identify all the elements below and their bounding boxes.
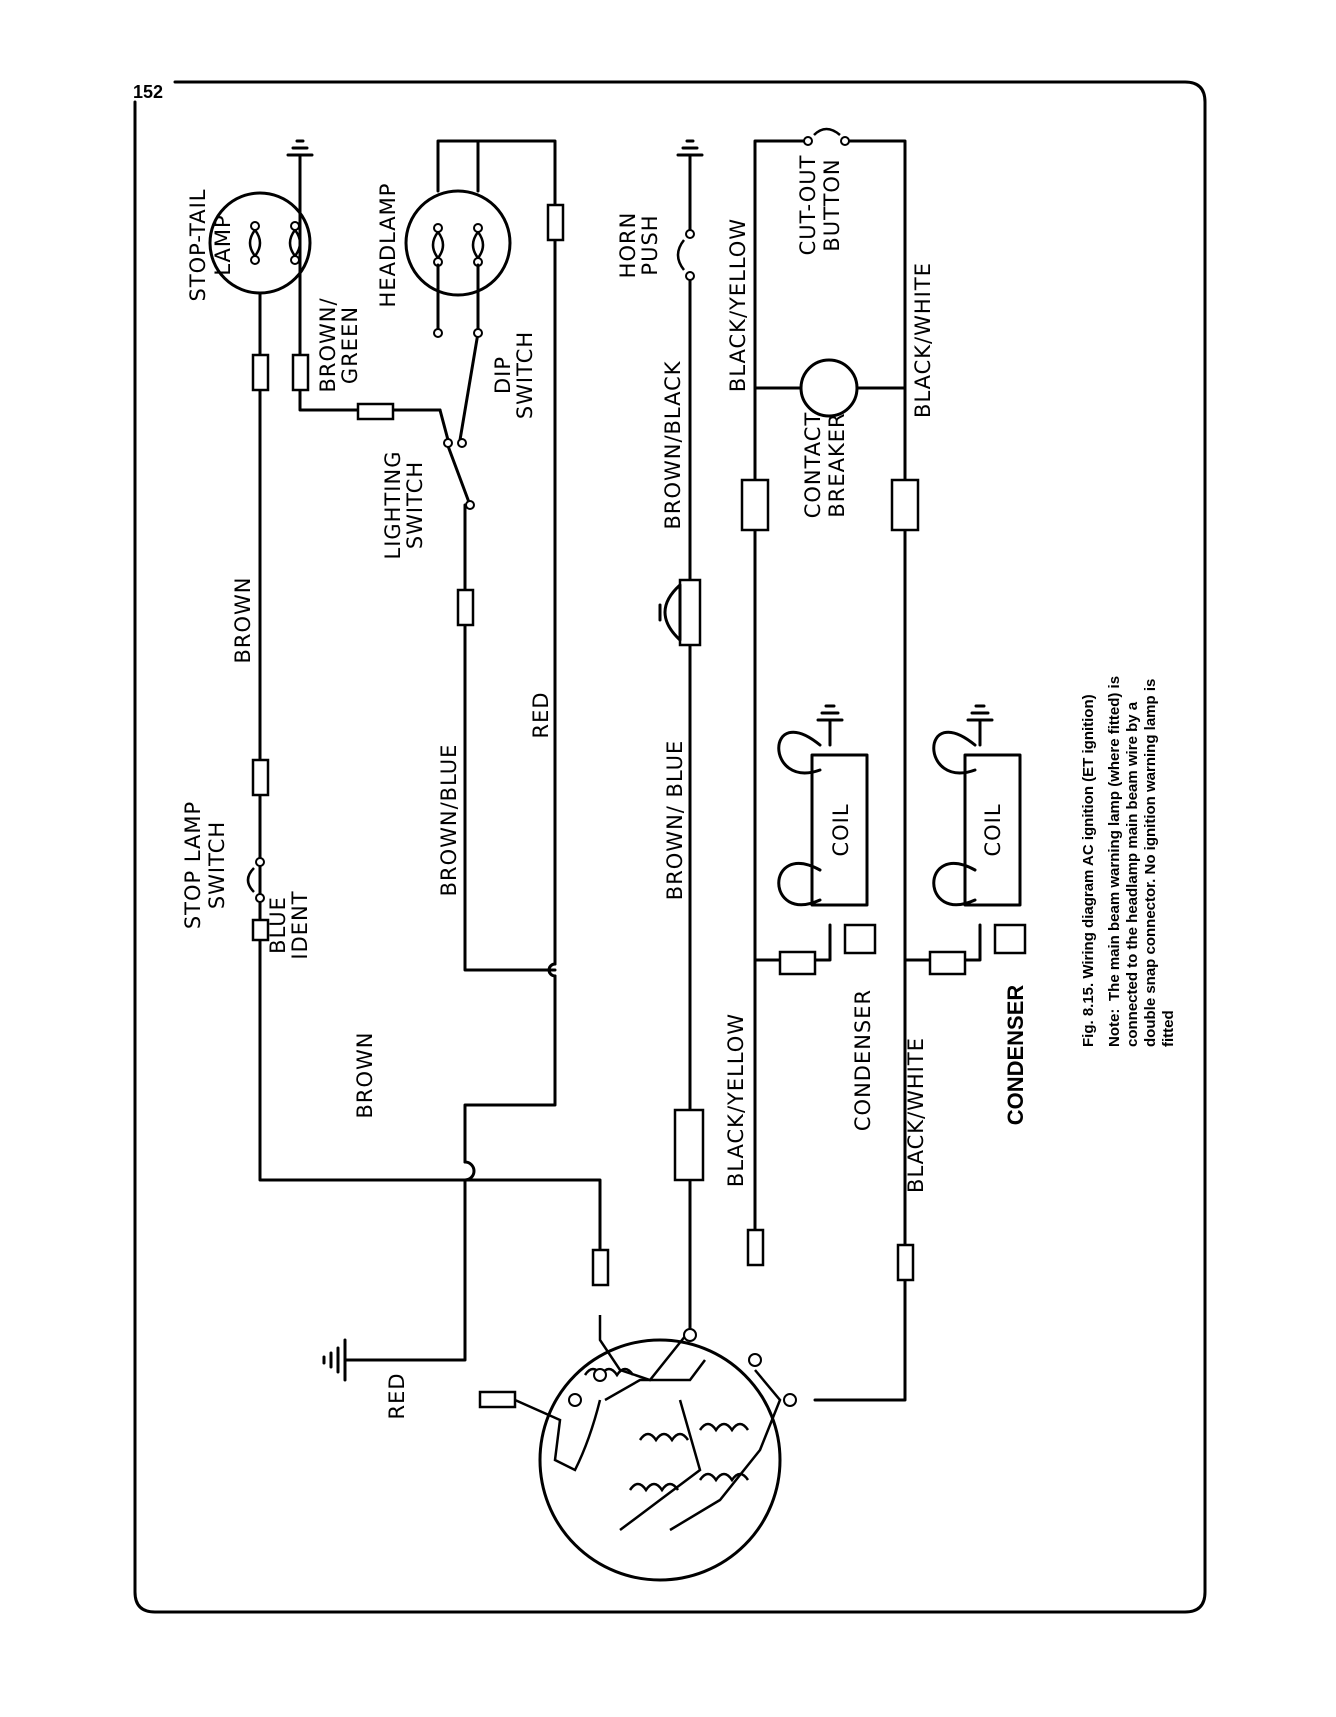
- label-black-white-1: BLACK/WHITE: [911, 262, 935, 418]
- earth-symbol-red: [322, 1338, 347, 1382]
- switch-contacts: [246, 127, 850, 903]
- figure-caption-note-line-4: fitted: [1160, 1010, 1177, 1047]
- figure-caption-note-label: Note:: [1106, 1009, 1123, 1047]
- label-brown-top: BROWN: [231, 576, 255, 663]
- label-stop-tail-lamp: STOP-TAIL: [186, 189, 210, 302]
- label-cut-out-button: CUT-OUT: [796, 155, 820, 256]
- figure-caption-note-line-3: double snap connector. No ignition warni…: [1142, 679, 1159, 1047]
- label-coil-1: COIL: [829, 803, 853, 856]
- coil-2: [963, 704, 1022, 907]
- label-stop-lamp-switch: STOP LAMP: [181, 801, 205, 929]
- horn: [658, 578, 702, 647]
- labels: STOP-TAIL LAMP HEADLAMP BROWN/ GREEN DIP…: [181, 155, 1177, 1420]
- label-headlamp: HEADLAMP: [376, 183, 400, 308]
- earth-symbol: [286, 139, 314, 202]
- figure-caption-note-line-1: The main beam warning lamp (where fitted…: [1106, 676, 1123, 1001]
- wires: [258, 139, 982, 1402]
- label-red-1: RED: [529, 691, 553, 738]
- connectors: [251, 203, 1027, 1409]
- label-coil-2: COIL: [981, 803, 1005, 856]
- label-horn-push-2: PUSH: [638, 214, 662, 275]
- label-brown-green-2: GREEN: [338, 306, 362, 384]
- page-frame: [133, 80, 1207, 1614]
- label-condenser-2: CONDENSER: [1003, 985, 1028, 1126]
- label-cut-out-button-2: BUTTON: [820, 158, 844, 251]
- label-red-2: RED: [385, 1372, 409, 1419]
- label-lighting-switch-2: SWITCH: [403, 461, 427, 549]
- label-stop-lamp-switch-2: SWITCH: [205, 821, 229, 909]
- page-number: 152: [133, 82, 164, 102]
- label-blue-ident: BLUE: [266, 896, 290, 954]
- label-stop-tail-lamp-2: LAMP: [211, 214, 235, 275]
- label-brown-black: BROWN/BLACK: [661, 360, 685, 529]
- label-contact-breaker-2: BREAKER: [825, 412, 849, 517]
- figure-caption-title: Fig. 8.15. Wiring diagram AC ignition (E…: [1080, 694, 1097, 1047]
- label-black-white-2: BLACK/WHITE: [904, 1037, 928, 1193]
- figure-caption-note-line-2: connected to the headlamp main beam wire…: [1124, 701, 1141, 1047]
- label-dip-switch-2: SWITCH: [513, 331, 537, 419]
- alternator-stator: [514, 1315, 797, 1582]
- label-horn-push: HORN: [616, 212, 640, 279]
- label-brown-green: BROWN/: [316, 297, 340, 392]
- headlamp: [404, 189, 512, 297]
- label-black-yellow-1: BLACK/YELLOW: [726, 218, 750, 392]
- label-dip-switch: DIP: [491, 356, 515, 394]
- label-blue-ident-2: IDENT: [288, 890, 312, 959]
- label-condenser-1: CONDENSER: [851, 989, 875, 1131]
- label-brown-bottom: BROWN: [353, 1031, 377, 1118]
- coil-1: [810, 704, 869, 907]
- label-brown-blue-2: BROWN/ BLUE: [663, 740, 687, 900]
- label-contact-breaker: CONTACT: [801, 412, 825, 519]
- label-lighting-switch: LIGHTING: [381, 451, 405, 560]
- label-black-yellow-2: BLACK/YELLOW: [724, 1013, 748, 1187]
- label-brown-blue-1: BROWN/BLUE: [437, 744, 461, 897]
- contact-breaker: [799, 358, 859, 418]
